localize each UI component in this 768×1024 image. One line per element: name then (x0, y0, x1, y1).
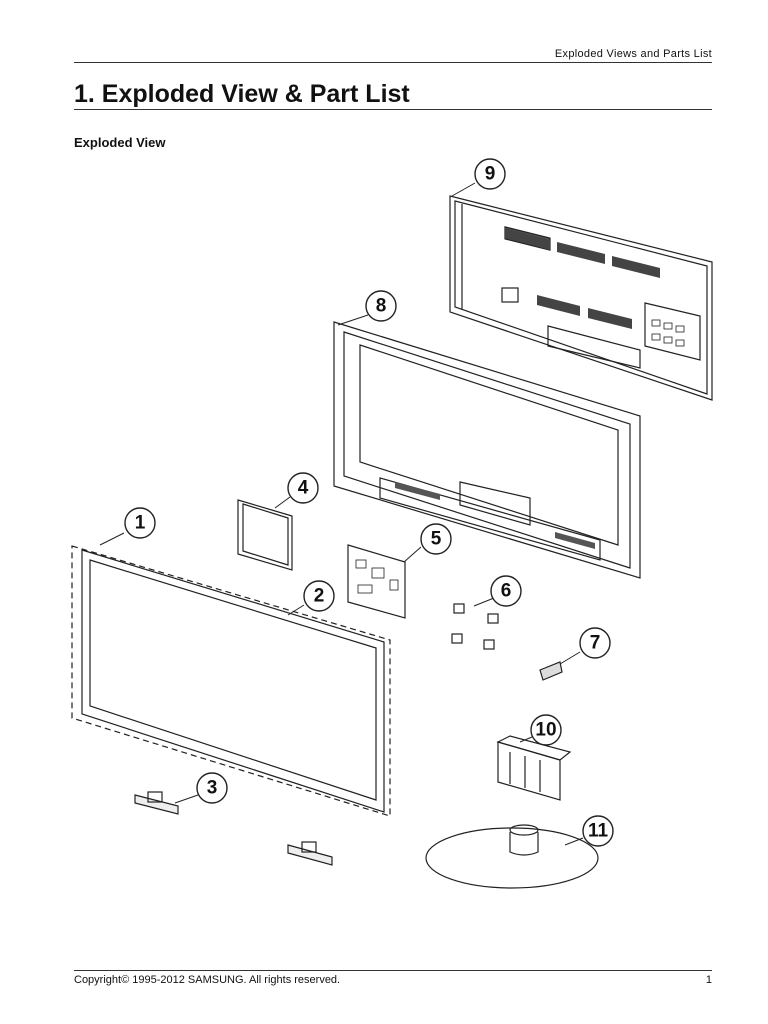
part-small-board (237, 499, 293, 571)
callout-2: 2 (314, 586, 325, 607)
copyright-text: Copyright© 1995-2012 SAMSUNG. All rights… (74, 974, 341, 986)
header-rule (74, 62, 712, 63)
callout-4: 4 (298, 478, 309, 499)
callout-9: 9 (485, 164, 496, 185)
part-clips (451, 603, 499, 650)
callout-7: 7 (590, 633, 601, 654)
callout-8: 8 (376, 296, 387, 317)
callout-11: 11 (588, 821, 609, 842)
section-heading: Exploded View (74, 135, 166, 150)
running-header: Exploded Views and Parts List (554, 48, 712, 60)
callout-3: 3 (207, 778, 218, 799)
callout-1: 1 (135, 513, 146, 534)
exploded-view-diagram: 9 8 4 1 5 2 6 7 10 3 11 (71, 158, 713, 889)
callout-5: 5 (431, 529, 442, 550)
part-front-bezel (333, 321, 641, 579)
part-stand-neck (496, 735, 572, 801)
title-rule (74, 109, 712, 110)
part-speakers (134, 791, 333, 866)
callout-10: 10 (535, 720, 556, 741)
part-stand-base (425, 824, 599, 889)
part-rear-cover (449, 195, 713, 401)
footer-rule (74, 970, 712, 971)
callout-6: 6 (501, 581, 512, 602)
part-panel (71, 545, 391, 817)
page-number: 1 (705, 974, 712, 986)
part-main-board (347, 544, 406, 619)
page-title: 1. Exploded View & Part List (74, 80, 410, 108)
part-bracket (539, 661, 563, 681)
